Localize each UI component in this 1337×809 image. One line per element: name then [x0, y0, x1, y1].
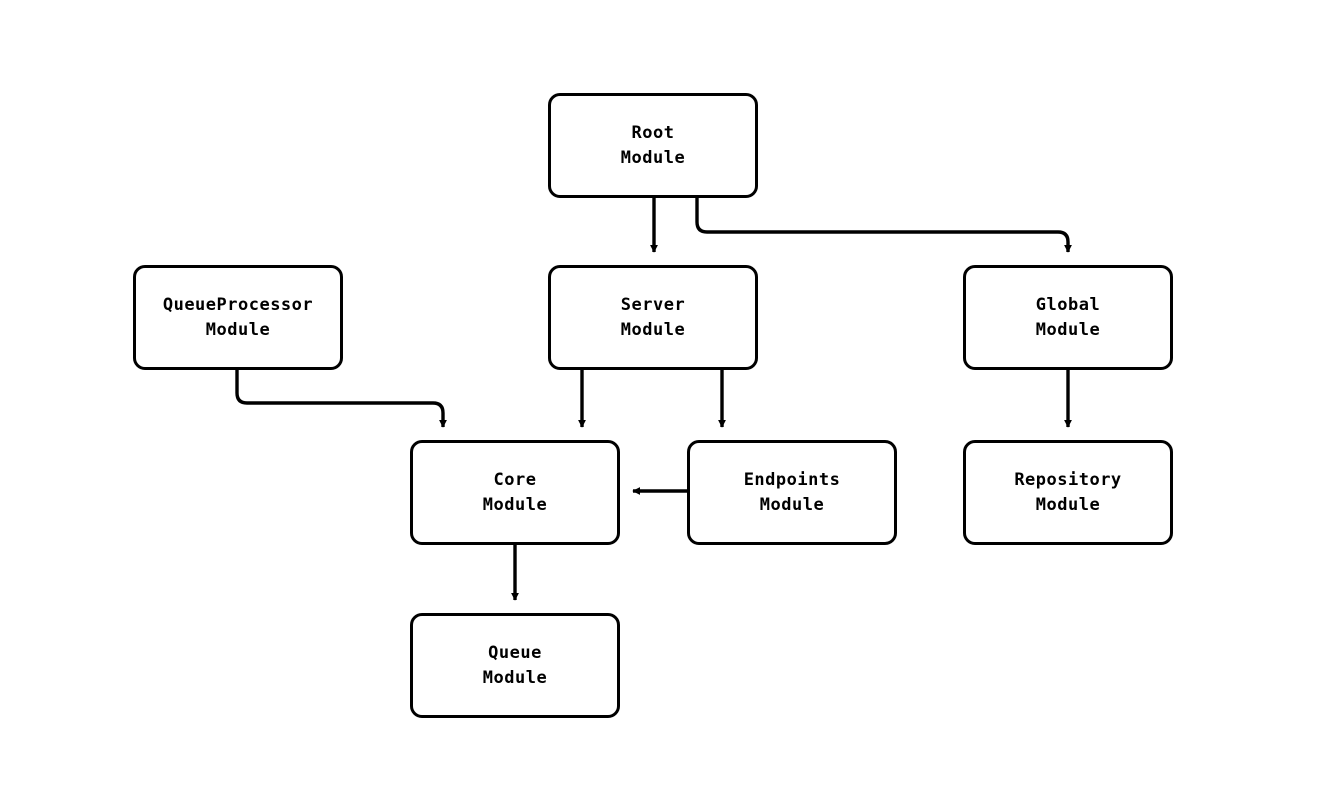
- node-endpoints-subtitle: Module: [759, 494, 825, 515]
- node-queueprocessor-title: QueueProcessor: [162, 294, 314, 315]
- edge-queueprocessor-core: [235, 370, 447, 428]
- node-queue-title: Queue: [488, 642, 542, 663]
- node-server-subtitle: Module: [620, 319, 686, 340]
- node-queueprocessor-subtitle: Module: [205, 319, 271, 340]
- node-root-title: Root: [631, 122, 675, 143]
- node-global-title: Global: [1035, 294, 1101, 315]
- node-repository-subtitle: Module: [1035, 494, 1101, 515]
- edge-root-global: [695, 198, 1072, 253]
- node-queue-subtitle: Module: [482, 667, 548, 688]
- node-global-subtitle: Module: [1035, 319, 1101, 340]
- node-endpoints-title: Endpoints: [743, 469, 841, 490]
- node-server-title: Server: [620, 294, 686, 315]
- node-core-subtitle: Module: [482, 494, 548, 515]
- node-core-title: Core: [493, 469, 537, 490]
- node-repository-title: Repository: [1014, 469, 1122, 490]
- node-root-subtitle: Module: [620, 147, 686, 168]
